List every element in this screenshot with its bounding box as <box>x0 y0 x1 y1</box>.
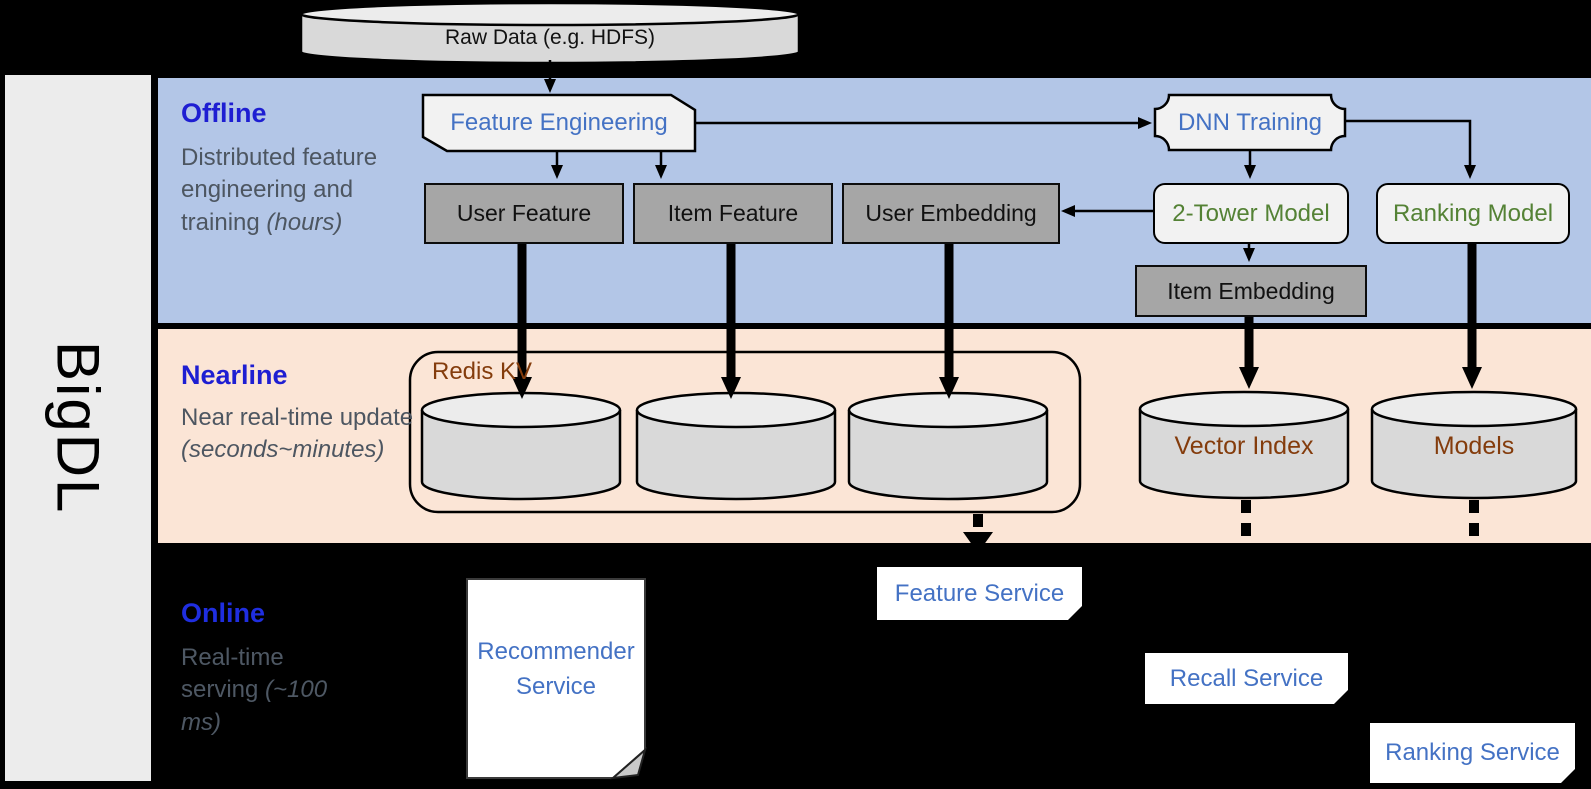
dnn-training-label: DNN Training <box>1177 108 1323 136</box>
offline-description-text: Distributed feature engineering and trai… <box>181 144 378 236</box>
online-description: Real-time serving (~100 ms) <box>181 642 351 739</box>
vector-index-label: Vector Index <box>1174 431 1314 460</box>
nearline-title: Nearline <box>181 360 288 390</box>
online-description-text: Real-time serving <box>181 644 284 704</box>
feature-service-label: Feature Service <box>894 579 1065 607</box>
ranking-model-box: Ranking Model <box>1376 183 1570 244</box>
recall-service-label: Recall Service <box>1169 664 1324 692</box>
nearline-description-note: (seconds~minutes) <box>181 436 385 464</box>
feature-engineering-label: Feature Engineering <box>450 109 668 137</box>
offline-description: Distributed feature engineering and trai… <box>181 142 419 239</box>
raw-data-label: Raw Data (e.g. HDFS) <box>444 25 656 49</box>
nearline-description-text: Near real-time update <box>181 404 414 431</box>
recommender-service-label: Recommender Service <box>477 638 635 700</box>
item-feature-box: Item Feature <box>633 183 833 244</box>
user-feature-box: User Feature <box>424 183 624 244</box>
redis-kv-label: Redis KV <box>432 358 533 385</box>
offline-description-note: (hours) <box>266 208 343 236</box>
item-embedding-box: Item Embedding <box>1135 265 1367 317</box>
online-description-note: (~100 ms) <box>181 676 328 736</box>
models-label: Models <box>1433 431 1515 460</box>
online-title: Online <box>181 598 266 628</box>
offline-title: Offline <box>181 98 267 128</box>
ranking-service-label: Ranking Service <box>1385 739 1560 767</box>
two-tower-model-box: 2-Tower Model <box>1153 183 1349 244</box>
brand-label: BigDL <box>44 341 112 515</box>
nearline-description: Near real-time update (seconds~minutes) <box>181 402 437 467</box>
bigdl-sidebar: BigDL <box>5 75 151 781</box>
user-embedding-box: User Embedding <box>842 183 1060 244</box>
